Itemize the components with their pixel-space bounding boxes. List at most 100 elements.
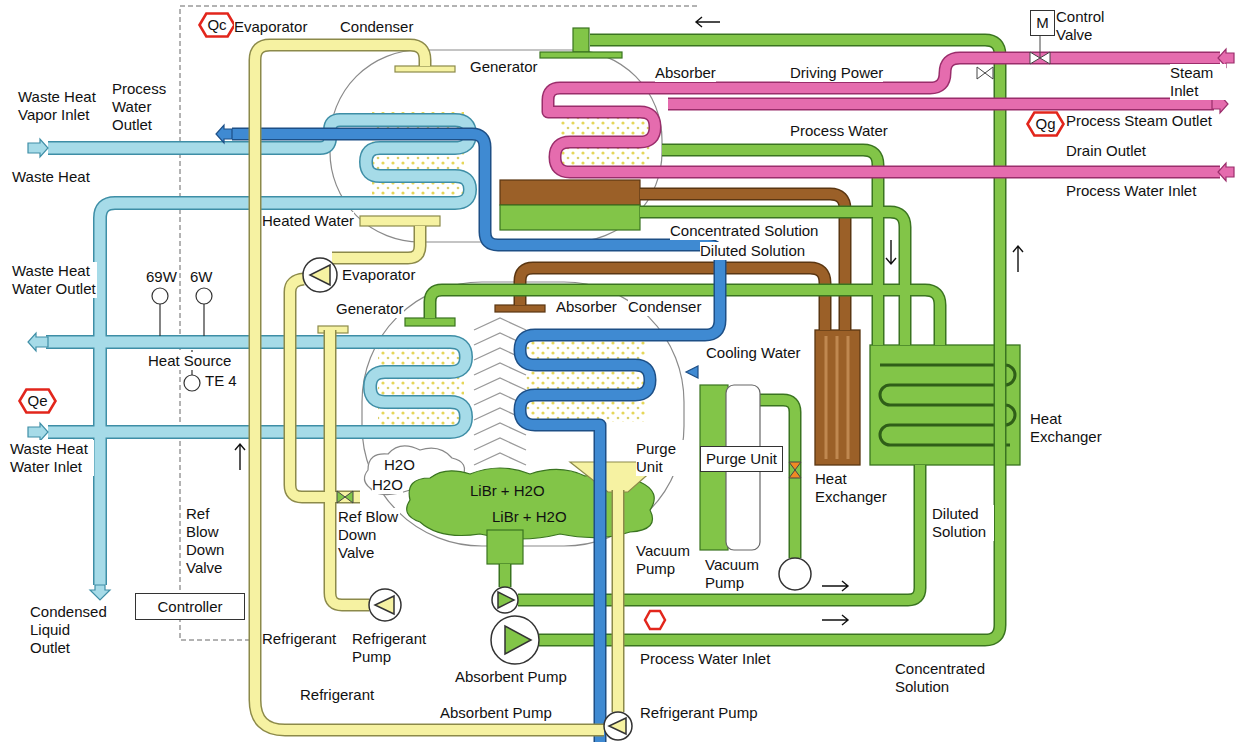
hexagon-outline <box>1028 113 1064 136</box>
hexagon-outline <box>20 390 56 413</box>
part-label: Evaporator <box>342 266 415 284</box>
valve-symbol <box>337 32 1050 503</box>
part-label: Condenser <box>340 18 413 36</box>
part-label: 69W <box>146 268 177 286</box>
pump-symbol <box>498 592 514 608</box>
steam-pipe <box>668 99 1214 109</box>
node-text: Purge Unit <box>706 450 777 468</box>
part-label: Generator <box>470 58 538 76</box>
solution-tray <box>495 305 545 312</box>
solution-tray <box>500 180 640 205</box>
part-label: Ref Blow Down Valve <box>338 508 400 562</box>
part-label: Refrigerant <box>300 686 374 704</box>
part-label: Concentrated Solution <box>895 660 1000 696</box>
solution-tray <box>500 205 640 230</box>
heat-flow-badge <box>645 611 665 629</box>
inlet-outlet-arrow <box>1218 163 1234 181</box>
part-label: Evaporator <box>234 18 307 36</box>
part-label: Cooling Water <box>706 344 800 362</box>
part-label: Waste Heat Water Outlet <box>12 262 97 298</box>
part-label: Waste Heat <box>12 168 90 186</box>
heat-flow-badge: Qg <box>1026 111 1065 137</box>
solution-pipe <box>760 400 795 558</box>
solution-tray <box>540 52 622 58</box>
flow-arrow <box>696 17 720 27</box>
pump-symbol <box>303 258 811 740</box>
node-text: M <box>1036 14 1049 32</box>
part-label: 6W <box>190 268 213 286</box>
refrigerant-pipe <box>255 700 604 730</box>
flow-arrow <box>1013 246 1023 272</box>
part-label: Refrigerant <box>262 630 336 648</box>
part-label: Driving Power <box>790 64 883 82</box>
gauge-symbol <box>152 288 168 304</box>
part-label: H2O <box>384 456 415 474</box>
part-label: Control Valve <box>1056 8 1116 44</box>
inlet-outlet-arrow <box>28 139 48 157</box>
inlet-outlet-arrow <box>28 333 48 351</box>
part-label: Heat Exchanger <box>815 470 895 506</box>
part-label: Vacuum Pump <box>705 556 767 592</box>
heat-flow-badge <box>645 611 665 629</box>
pump-symbol <box>505 626 531 654</box>
valve-symbol <box>1030 52 1040 64</box>
solution-pipe <box>520 268 825 330</box>
heat-flow-badge: Qe <box>18 388 57 414</box>
part-label: Diluted Solution <box>932 505 994 541</box>
pump-symbol <box>779 558 811 590</box>
solution-cloud <box>487 530 523 564</box>
solution-tray <box>573 28 589 52</box>
part-label: Heat Exchanger <box>1030 410 1120 446</box>
pump-symbol <box>310 265 330 285</box>
pump-symbol <box>491 616 539 664</box>
part-label: Absorbent Pump <box>455 668 567 686</box>
part-label: Heat Source <box>148 352 231 370</box>
inlet-outlet-arrow <box>216 125 232 143</box>
part-label: Diluted Solution <box>700 242 805 260</box>
pump-symbol <box>369 589 401 621</box>
part-label: Waste Heat Water Inlet <box>10 440 94 476</box>
solution-pipe <box>500 564 510 587</box>
solution-pipe <box>520 268 825 330</box>
part-label: Waste Heat Vapor Inlet <box>18 88 108 124</box>
inlet-outlet-arrow <box>686 366 698 378</box>
node-text: Qg <box>1035 115 1055 133</box>
part-label: Condenser <box>628 298 701 316</box>
part-label: Concentrated Solution <box>670 222 818 240</box>
valve-symbol <box>1040 52 1050 64</box>
part-label: Steam Inlet <box>1170 64 1226 100</box>
valve-symbol <box>985 67 993 79</box>
refrigerant-pipe <box>332 226 420 258</box>
part-label: Absorber <box>556 298 617 316</box>
part-label: Heated Water <box>262 212 354 230</box>
flow-arrow <box>235 17 1023 625</box>
part-label: Process Water Inlet <box>1066 182 1196 200</box>
part-label: Process Water Inlet <box>640 650 770 668</box>
solution-pipe <box>499 564 512 587</box>
steam-pipe <box>668 98 1214 111</box>
heat-exchanger-symbol <box>815 330 1020 465</box>
part-label: Vacuum Pump <box>636 542 694 578</box>
refrigerant-pipe <box>255 45 425 700</box>
part-label: Process Water Outlet <box>112 80 174 134</box>
part-label: Process Steam Outlet <box>1066 112 1212 130</box>
inlet-outlet-arrow <box>28 49 1234 600</box>
solution-pipe <box>640 212 905 345</box>
solution-tray <box>360 216 440 226</box>
valve-symbol <box>789 470 801 478</box>
gauge-symbol <box>152 288 212 391</box>
solution-tray <box>395 66 455 72</box>
steam-pipe <box>548 58 1220 172</box>
part-label: H2O <box>372 476 403 494</box>
valve-actuator: M <box>1030 10 1055 36</box>
flow-arrow <box>886 240 896 264</box>
pump-symbol <box>492 587 518 613</box>
part-label: Generator <box>336 300 404 318</box>
flow-arrow <box>822 615 848 625</box>
part-label: Purge Unit <box>636 440 686 476</box>
controller-box: Controller <box>135 593 245 620</box>
pump-symbol <box>375 596 394 614</box>
part-label: Refrigerant Pump <box>640 704 758 722</box>
refrigerant-pipe <box>330 330 369 605</box>
part-label: Absorbent Pump <box>440 704 552 722</box>
